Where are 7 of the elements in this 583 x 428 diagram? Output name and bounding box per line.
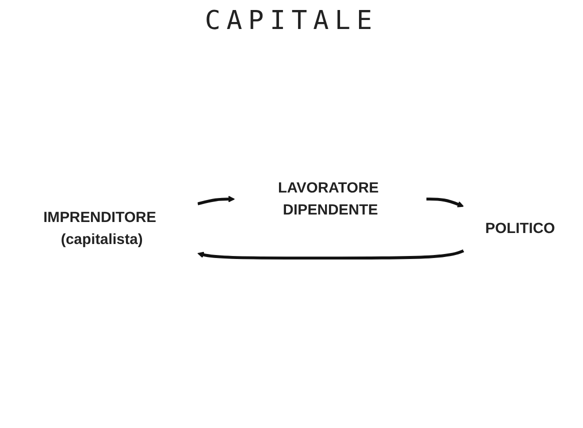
node-text: IMPRENDITORE (capitalista)	[43, 210, 156, 248]
arrow	[197, 250, 464, 260]
arrow	[197, 196, 235, 206]
arrow	[426, 198, 464, 208]
node-text: POLITICO	[485, 220, 555, 237]
center-label: CAPITALE	[204, 6, 378, 36]
node-text: LAVORATORE DIPENDENTE	[278, 180, 379, 218]
